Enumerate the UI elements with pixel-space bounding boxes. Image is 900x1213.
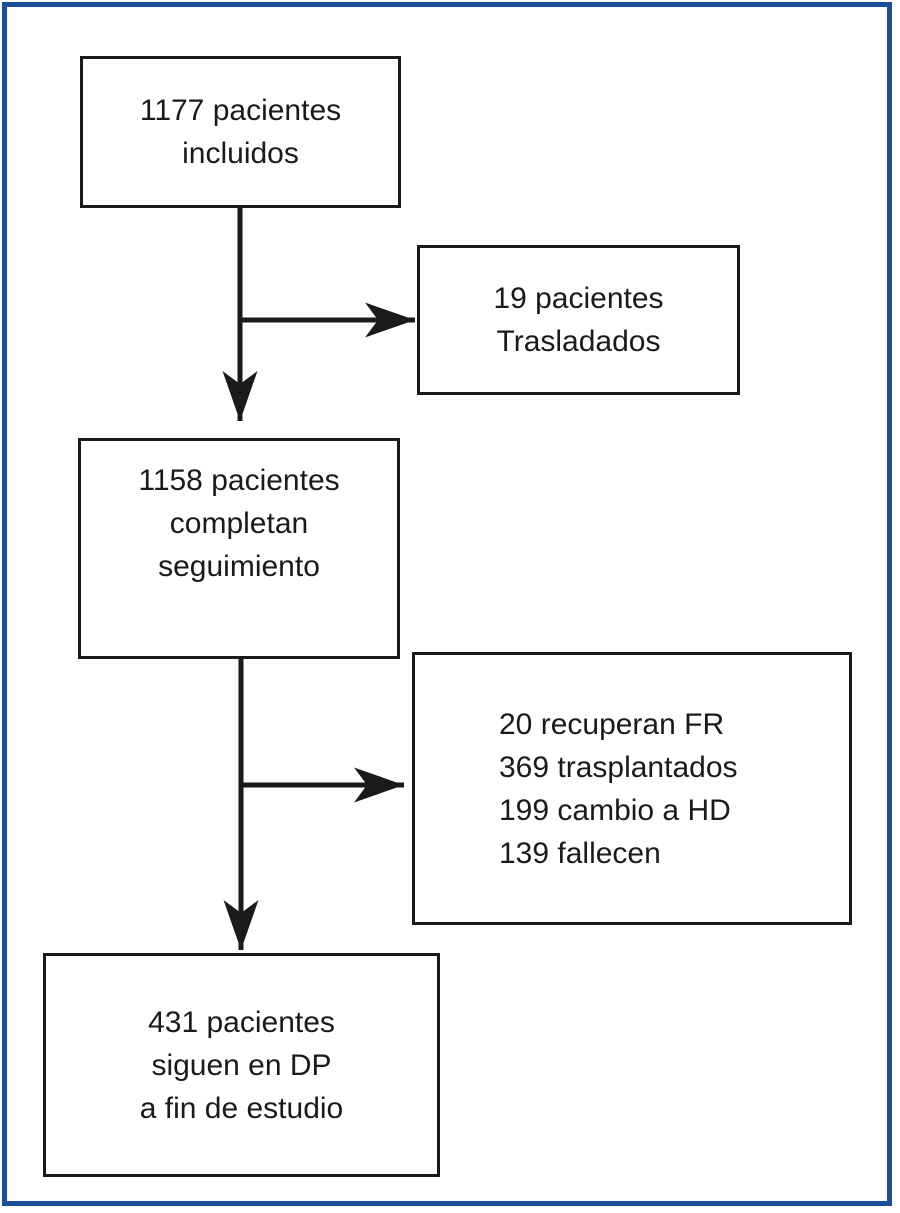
flow-box-text-line: 1158 pacientes [138,464,340,497]
flow-box-text-line: 139 fallecen [499,836,661,870]
flow-box-text-line: 369 trasplantados [499,750,738,784]
flow-box-text-line: a fin de estudio [139,1091,344,1125]
flow-box-text-line: incluidos [182,137,299,170]
flow-box-text-line: seguimiento [158,550,320,583]
flow-box-text-line: 19 pacientes [493,282,664,315]
flow-box-text-line: 431 pacientes [148,1005,335,1039]
flow-box-included: 1177 pacientes incluidos [80,56,401,208]
flow-box-text-line: 1177 pacientes [139,94,342,127]
flow-box-text-line: 199 cambio a HD [499,793,731,827]
flow-box-completed: 1158 pacientes completan seguimiento [78,438,400,659]
flow-box-outcomes: 20 recuperan FR 369 trasplantados 199 ca… [412,652,852,925]
flow-box-text-line: 20 recuperan FR [499,707,725,741]
flow-box-text-line: siguen en DP [151,1048,332,1082]
flow-box-remaining: 431 pacientes siguen en DP a fin de estu… [43,953,440,1177]
flow-box-transferred: 19 pacientes Trasladados [417,245,740,395]
flow-box-text-line: Trasladados [496,325,661,358]
flow-box-text-line: completan [169,507,309,540]
